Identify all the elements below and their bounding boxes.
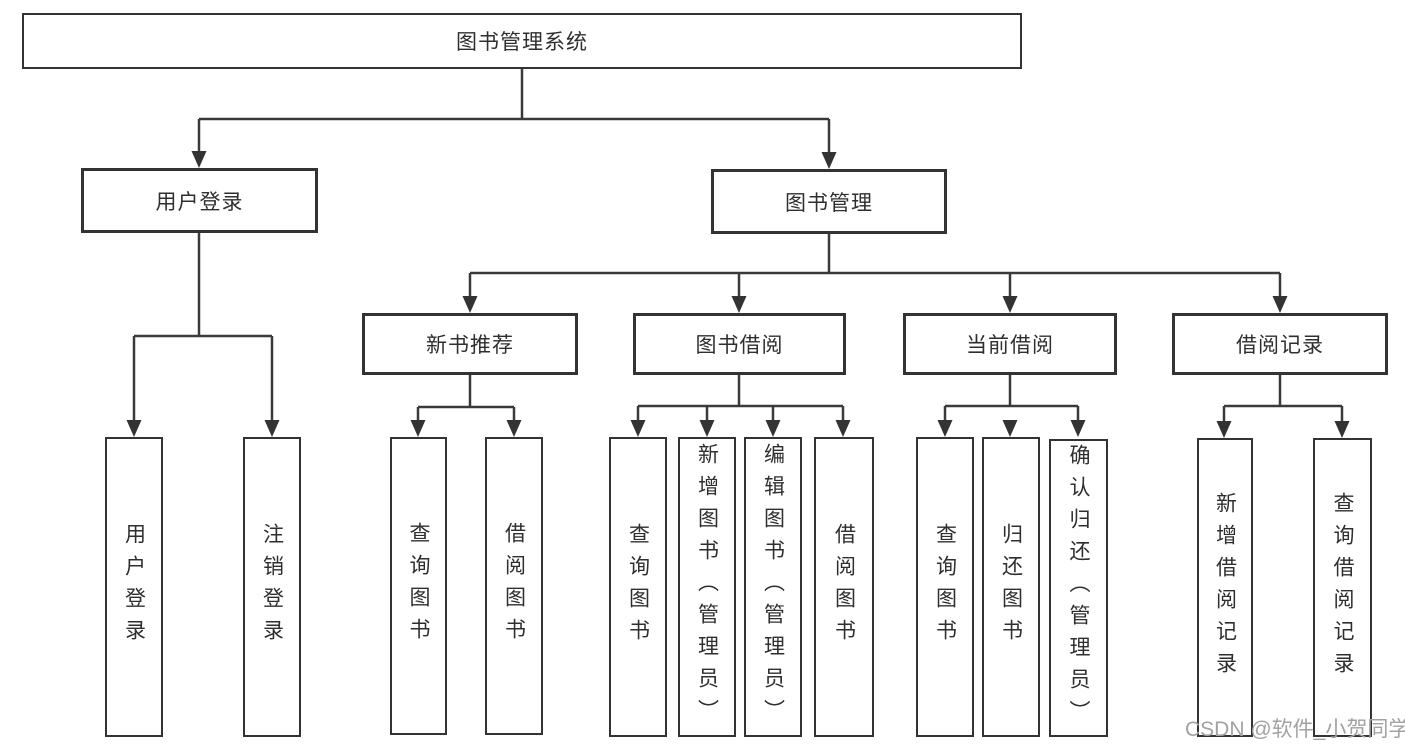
- node-label: 借阅记录: [1236, 334, 1324, 357]
- leaf-return-books: 归还图书: [982, 437, 1040, 737]
- node-label: 查询图书: [933, 523, 957, 651]
- node-label: 确认归还（管理员）: [1067, 444, 1090, 732]
- node-label: 借阅图书: [502, 522, 526, 650]
- leaf-borrow-books-recommendation: 借阅图书: [485, 437, 543, 735]
- node-user-login-module: 用户登录: [81, 168, 318, 233]
- node-label: 查询借阅记录: [1331, 491, 1354, 684]
- leaf-add-borrow-record: 新增借阅记录: [1197, 438, 1253, 737]
- node-label: 图书管理: [785, 191, 873, 215]
- node-label: 用户登录: [155, 190, 244, 214]
- node-label: 编辑图书（管理员）: [761, 443, 785, 731]
- leaf-query-books-current: 查询图书: [916, 437, 974, 737]
- leaf-query-books-borrowing: 查询图书: [609, 437, 667, 737]
- node-label: 新增借阅记录: [1213, 491, 1237, 684]
- leaf-user-login: 用户登录: [105, 437, 163, 737]
- node-label: 新增图书（管理员）: [695, 443, 719, 731]
- leaf-borrow-books: 借阅图书: [814, 437, 874, 737]
- arrowheads: [126, 151, 1350, 438]
- node-library-management-system: 图书管理系统: [22, 13, 1022, 69]
- leaf-query-books-recommendation: 查询图书: [390, 437, 447, 735]
- leaf-add-books-admin: 新增图书（管理员）: [678, 437, 736, 737]
- node-label: 图书借阅: [695, 334, 784, 357]
- node-label: 当前借阅: [966, 334, 1054, 357]
- leaf-confirm-return-admin: 确认归还（管理员）: [1049, 439, 1108, 737]
- node-book-borrowing: 图书借阅: [633, 313, 846, 375]
- node-label: 查询图书: [407, 522, 430, 650]
- node-label: 新书推荐: [426, 334, 514, 357]
- leaf-query-borrow-record: 查询借阅记录: [1313, 438, 1372, 737]
- node-new-book-recommendation: 新书推荐: [362, 313, 578, 375]
- leaf-logout: 注销登录: [243, 437, 301, 737]
- node-label: 用户登录: [122, 523, 146, 651]
- node-label: 注销登录: [260, 523, 284, 651]
- leaf-edit-books-admin: 编辑图书（管理员）: [744, 437, 802, 737]
- node-label: 归还图书: [999, 523, 1023, 651]
- node-label: 查询图书: [626, 523, 650, 651]
- node-book-management-module: 图书管理: [711, 169, 947, 234]
- node-borrowing-records: 借阅记录: [1172, 313, 1388, 375]
- node-label: 借阅图书: [832, 523, 856, 651]
- csdn-watermark: CSDN @软件_小贺同学: [1185, 718, 1405, 741]
- node-current-borrowing: 当前借阅: [903, 313, 1117, 375]
- node-label: 图书管理系统: [456, 31, 588, 54]
